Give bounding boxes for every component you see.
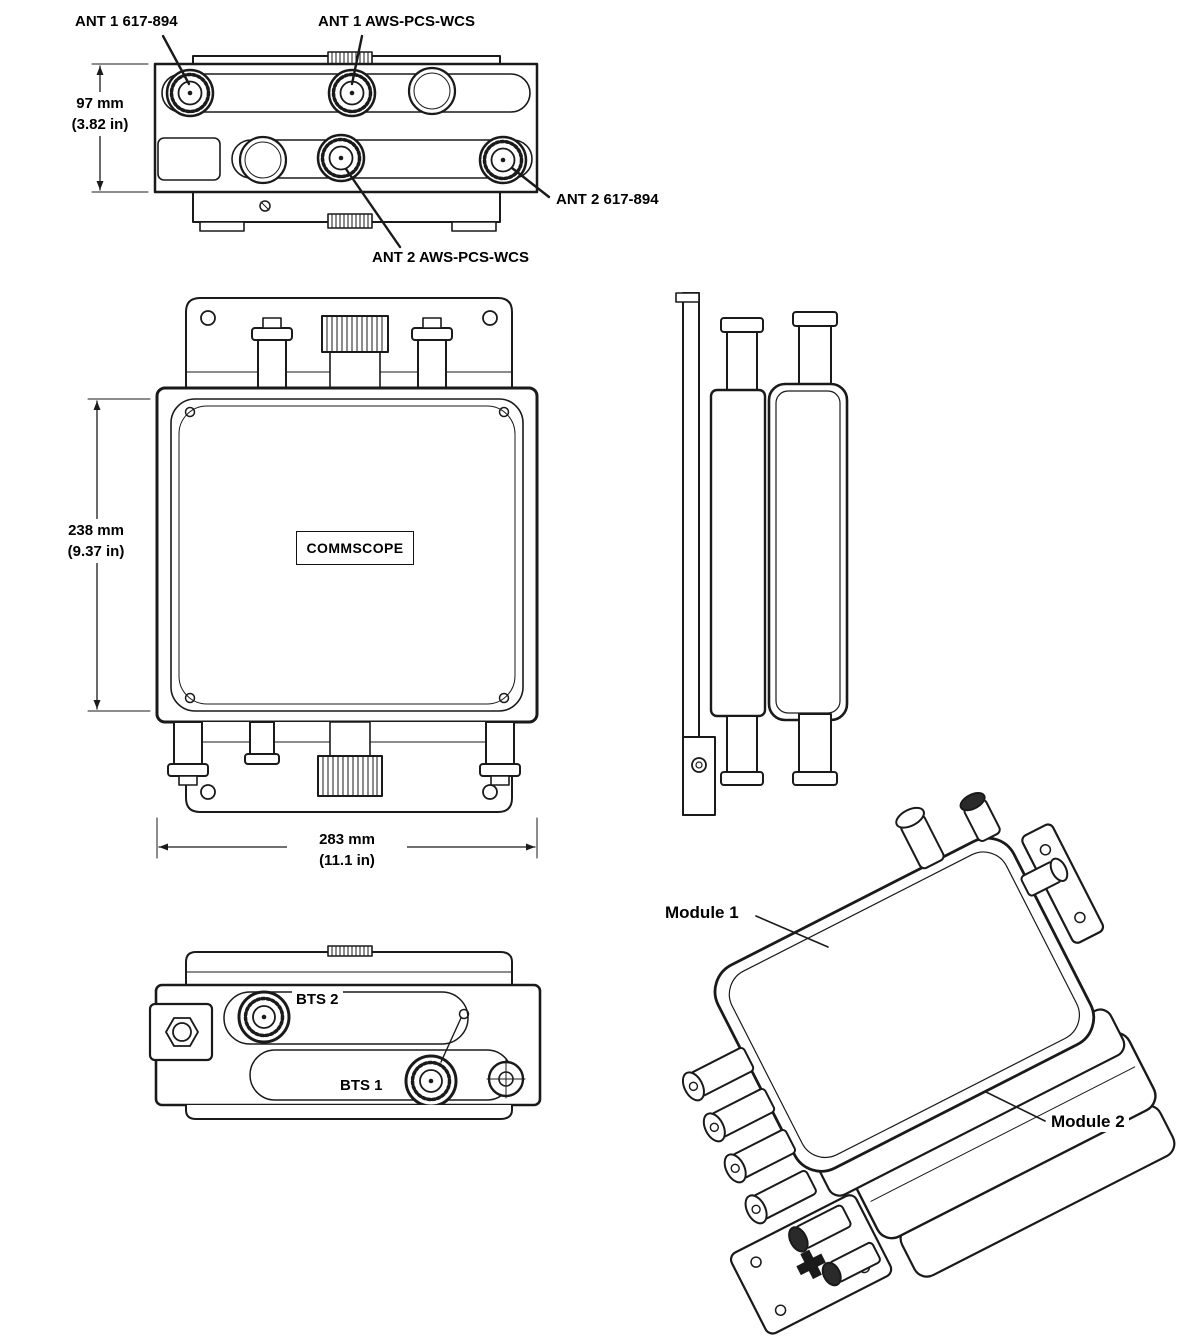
dimension-238mm-value: 238 mm (68, 522, 124, 539)
dimension-238mm-label: 238 mm (9.37 in) (44, 519, 148, 563)
connector-unused-top (407, 66, 457, 116)
front-bottom-ribbed-connector (317, 721, 383, 797)
dimension-238mm-inches: (9.37 in) (67, 543, 125, 560)
callout-ant2-aws-pcs-wcs: ANT 2 AWS-PCS-WCS (372, 249, 529, 266)
top-view-drawing (91, 34, 551, 249)
dimension-283mm-inches: (11.1 in) (319, 852, 375, 869)
callout-bts2: BTS 2 (292, 991, 343, 1008)
dimension-97mm-label: 97 mm (3.82 in) (50, 92, 150, 136)
connector-bts1 (404, 1054, 458, 1108)
callout-bts1: BTS 1 (336, 1077, 387, 1094)
front-view-drawing (87, 297, 539, 859)
side-view-drawing (675, 292, 849, 816)
callout-ant1-617-894: ANT 1 617-894 (75, 13, 178, 30)
dimension-97mm-value: 97 mm (76, 95, 124, 112)
top-view-leader-lines (161, 34, 551, 249)
dimension-283mm-label: 283 mm (11.1 in) (287, 828, 407, 872)
callout-module2: Module 2 (1047, 1112, 1129, 1132)
iso-top-connectors (895, 792, 1069, 897)
callout-ant1-aws-pcs-wcs: ANT 1 AWS-PCS-WCS (318, 13, 475, 30)
callout-ant2-617-894: ANT 2 617-894 (556, 191, 659, 208)
callout-module1: Module 1 (661, 903, 743, 923)
dimension-283mm-value: 283 mm (319, 831, 375, 848)
connector-ant1-617-894 (165, 68, 215, 118)
connector-ant2-617-894 (478, 135, 528, 185)
front-bottom-connector-left (167, 721, 209, 786)
front-top-connector-left (251, 317, 293, 393)
isometric-view-drawing (681, 792, 1176, 1335)
front-bottom-connector-mid (244, 721, 280, 765)
connector-bottom-right (486, 1059, 526, 1099)
front-corner-screws (184, 406, 510, 704)
iso-connectors (681, 1047, 881, 1287)
front-top-connector-right (411, 317, 453, 393)
dimension-97mm-inches: (3.82 in) (71, 116, 129, 133)
front-bottom-connector-right (479, 721, 521, 786)
front-top-ribbed-connector (321, 315, 389, 391)
connector-bts2 (237, 990, 291, 1044)
connector-ant1-aws-pcs-wcs (327, 68, 377, 118)
connector-ant2-aws-pcs-wcs (316, 133, 366, 183)
bottom-view-drawing (148, 945, 542, 1120)
brand-label: COMMSCOPE (296, 531, 414, 565)
isometric-leader-lines (755, 915, 1046, 1122)
connector-unused-bottom (238, 135, 288, 185)
